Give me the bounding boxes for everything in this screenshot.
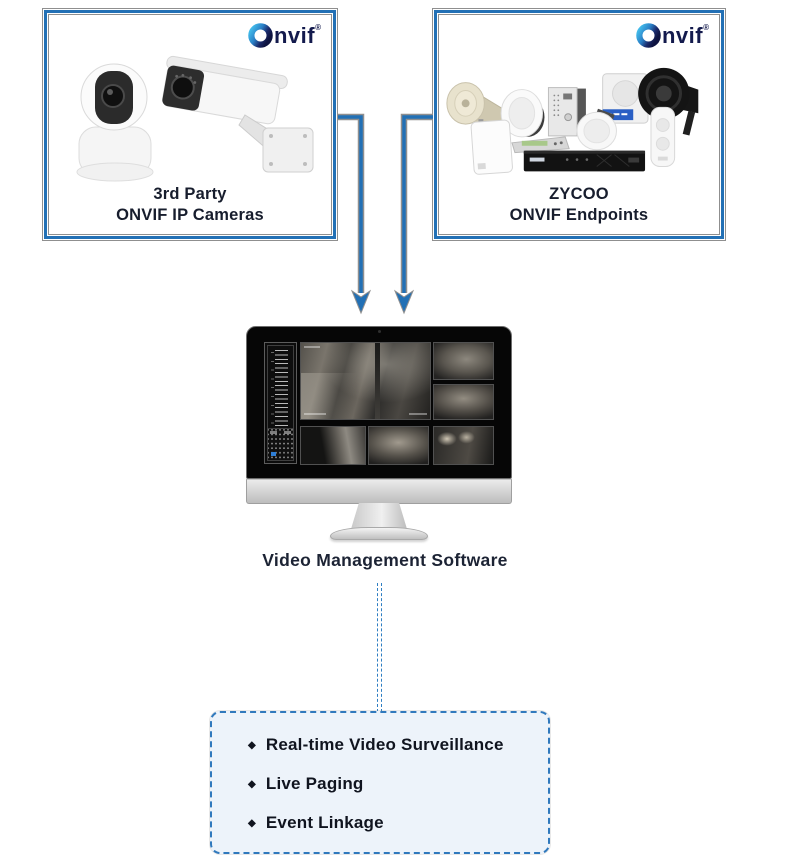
left-box-caption-line2: ONVIF IP Cameras: [116, 206, 264, 224]
third-party-cameras-box: nvif ®: [42, 8, 338, 241]
osd-text: [304, 346, 320, 348]
third-party-cameras-box-inner: nvif ®: [48, 14, 332, 235]
camera-tile-bottom-2: [368, 426, 429, 465]
monitor-chin: [246, 479, 512, 504]
rack-server-image: [523, 150, 646, 172]
feature-item-label: Event Linkage: [265, 813, 384, 832]
camera-tile-main: [300, 342, 431, 420]
registered-trademark-symbol: ®: [315, 23, 321, 32]
third-party-cameras-box-border: nvif ®: [44, 10, 336, 239]
camera-tile-bottom-1: [300, 426, 366, 465]
registered-trademark-symbol: ®: [703, 23, 709, 32]
right-box-caption-line2: ONVIF Endpoints: [509, 206, 649, 224]
diamond-bullet-icon: ◆: [248, 739, 256, 751]
feature-item: ◆ Event Linkage: [248, 812, 548, 834]
diamond-bullet-icon: ◆: [248, 817, 256, 829]
onvif-o-icon: [636, 23, 661, 48]
right-box-caption-line1: ZYCOO: [549, 185, 609, 203]
zycoo-endpoints-box: nvif ®: [432, 8, 726, 241]
diamond-bullet-icon: ◆: [248, 778, 256, 790]
camera-tile-right-1: [433, 342, 494, 380]
feature-item: ◆ Real-time Video Surveillance: [248, 734, 548, 756]
feature-item: ◆ Live Paging: [248, 773, 548, 795]
black-horn-speaker-image: [638, 67, 699, 136]
camera-tile-right-2: [433, 384, 494, 420]
feature-item-label: Live Paging: [265, 774, 364, 793]
osd-text: [304, 413, 326, 415]
osd-text: [409, 413, 427, 415]
zycoo-endpoints-box-border: nvif ®: [434, 10, 724, 239]
onvif-o-icon: [248, 23, 273, 48]
onvif-logo: nvif ®: [636, 23, 709, 48]
endpoint-devices-image: [446, 67, 699, 175]
monitor-stand-base: [330, 527, 428, 540]
ceiling-speaker-image: [500, 89, 545, 138]
vms-sidebar-panel: [264, 342, 297, 464]
left-box-caption: 3rd Party ONVIF IP Cameras: [49, 184, 331, 226]
features-box: ◆ Real-time Video Surveillance ◆ Live Pa…: [210, 711, 550, 854]
zycoo-endpoints-box-inner: nvif ®: [438, 14, 720, 235]
sip-safety-box-image: [602, 73, 649, 124]
onvif-wordmark: nvif: [273, 22, 316, 48]
horn-speaker-image: [446, 82, 511, 139]
camera-tile-bottom-3: [433, 426, 494, 465]
dashed-connector-line: [377, 583, 382, 712]
monitor-stand-neck: [351, 503, 407, 529]
ceiling-speaker-image: [576, 108, 617, 151]
bullet-camera-image: [162, 55, 314, 173]
feature-item-label: Real-time Video Surveillance: [265, 735, 504, 754]
left-connector-arrow-icon: [338, 113, 372, 315]
vms-calendar-grid: [267, 428, 294, 461]
ptz-camera-image: [76, 63, 154, 182]
right-box-caption: ZYCOO ONVIF Endpoints: [439, 184, 719, 226]
intercom-image: [547, 87, 586, 137]
vms-label: Video Management Software: [262, 550, 508, 570]
onvif-wordmark: nvif: [661, 22, 704, 48]
column-speaker-image: [650, 106, 676, 167]
vms-device-tree: [267, 345, 294, 429]
paging-gateway-image: [511, 136, 570, 154]
ip-cameras-image: [76, 55, 314, 182]
right-connector-arrow-icon: [393, 113, 433, 315]
left-box-caption-line1: 3rd Party: [153, 185, 227, 203]
onvif-logo: nvif ®: [248, 23, 321, 48]
monitor-bezel: [246, 326, 512, 479]
wall-speaker-image: [470, 119, 513, 175]
